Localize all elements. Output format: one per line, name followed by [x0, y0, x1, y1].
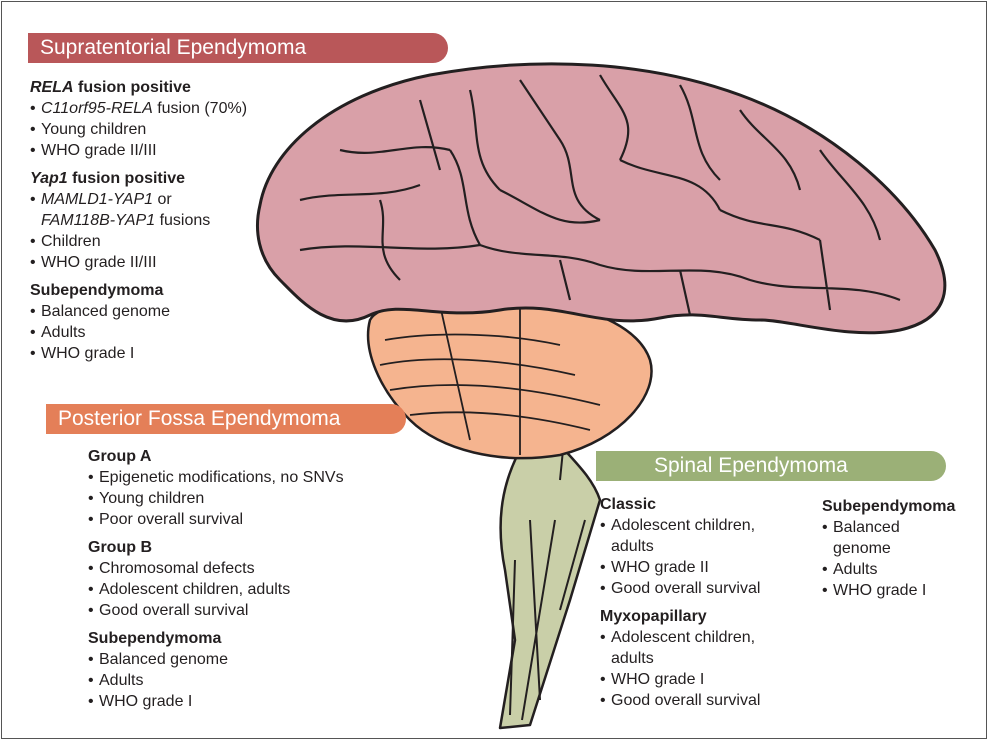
spinal-banner: Spinal Ependymoma: [596, 451, 946, 481]
list-item: C11orf95-RELA fusion (70%): [30, 98, 247, 119]
list-item: Balanced genome: [30, 301, 247, 322]
posterior-fossa-title: Posterior Fossa Ependymoma: [58, 407, 340, 430]
list-item: Epigenetic modifications, no SNVs: [88, 467, 344, 488]
list-item: WHO grade I: [600, 669, 760, 690]
list-item: Balanced genome: [88, 649, 344, 670]
classic-heading: Classic: [600, 494, 760, 515]
list-item: Poor overall survival: [88, 509, 344, 530]
list-item: WHO grade II/III: [30, 140, 247, 161]
rela-heading: RELA fusion positive: [30, 77, 247, 98]
list-item: Adolescent children,adults: [600, 627, 760, 669]
list-item: Adults: [88, 670, 344, 691]
list-item: WHO grade II: [600, 557, 760, 578]
list-item: Good overall survival: [88, 600, 344, 621]
list-item: Good overall survival: [600, 690, 760, 711]
list-item: Children: [30, 231, 247, 252]
myxopapillary-heading: Myxopapillary: [600, 606, 760, 627]
pf-subependymoma-heading: Subependymoma: [88, 628, 344, 649]
cerebrum-shape: [257, 64, 944, 333]
spinal-details: Classic Adolescent children,adults WHO g…: [600, 494, 760, 711]
posterior-fossa-banner: Posterior Fossa Ependymoma: [46, 404, 406, 434]
list-item: Adults: [30, 322, 247, 343]
supratentorial-banner: Supratentorial Ependymoma: [28, 33, 448, 63]
list-item: Young children: [88, 488, 344, 509]
posterior-fossa-details: Group A Epigenetic modifications, no SNV…: [88, 446, 344, 712]
list-item: Adolescent children, adults: [88, 579, 344, 600]
list-item: WHO grade I: [822, 580, 955, 601]
spinal-subependymoma-heading: Subependymoma: [822, 496, 955, 517]
supratentorial-title: Supratentorial Ependymoma: [40, 36, 306, 59]
spinal-title: Spinal Ependymoma: [654, 454, 848, 477]
list-item: Good overall survival: [600, 578, 760, 599]
list-item: Chromosomal defects: [88, 558, 344, 579]
list-item: WHO grade I: [30, 343, 247, 364]
list-item: Adults: [822, 559, 955, 580]
group-a-heading: Group A: [88, 446, 344, 467]
list-item: Adolescent children,adults: [600, 515, 760, 557]
supratentorial-details: RELA fusion positive C11orf95-RELA fusio…: [30, 77, 247, 364]
list-item: WHO grade I: [88, 691, 344, 712]
yap1-heading: Yap1 fusion positive: [30, 168, 247, 189]
list-item: Young children: [30, 119, 247, 140]
group-b-heading: Group B: [88, 537, 344, 558]
supra-subependymoma-heading: Subependymoma: [30, 280, 247, 301]
list-item: WHO grade II/III: [30, 252, 247, 273]
